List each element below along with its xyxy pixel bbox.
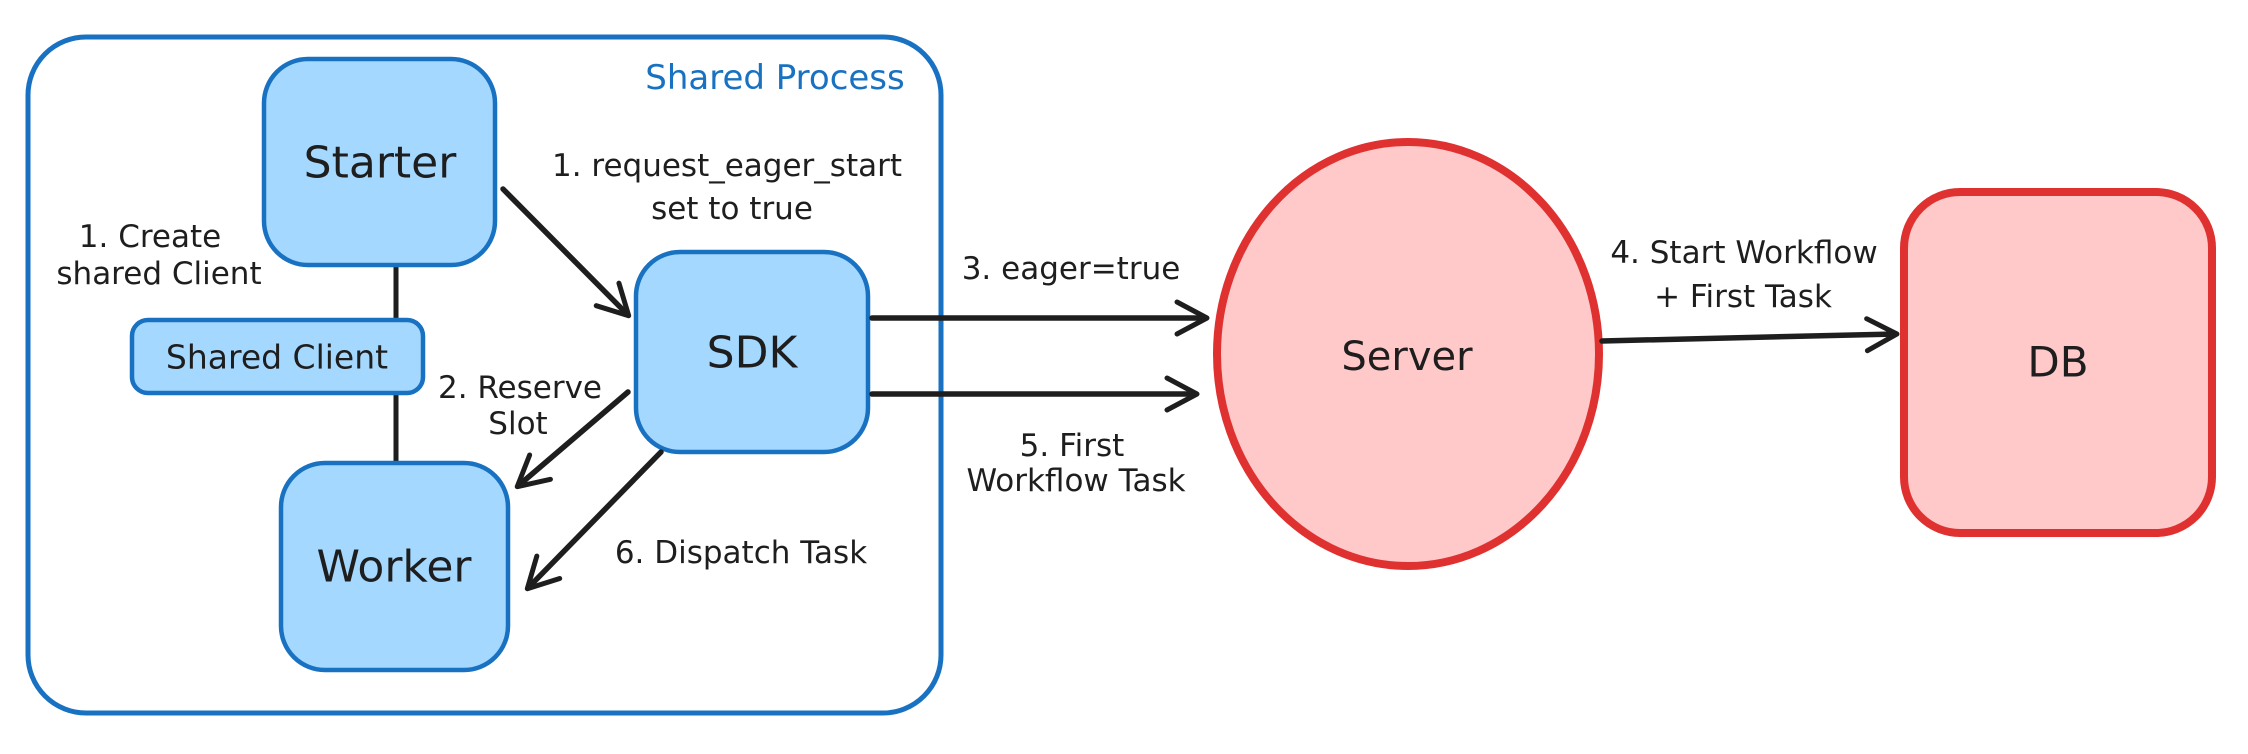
db-node xyxy=(1900,188,2216,537)
shared-client-node xyxy=(129,317,426,396)
annotation-create-shared-client-line2: shared Client xyxy=(56,256,261,292)
annotation-first-workflow-task-line2: Workflow Task xyxy=(966,463,1185,499)
arrow-starter-to-sdk xyxy=(500,186,632,319)
sdk-label: SDK xyxy=(707,328,799,379)
worker-label: Worker xyxy=(316,542,472,593)
arrow-sdk-reserve-slot xyxy=(514,389,631,490)
db-label: DB xyxy=(2027,338,2088,387)
shared-process-label: Shared Process xyxy=(645,58,904,98)
annotation-request-eager-start-line1: 1. request_eager_start xyxy=(552,148,902,184)
annotation-eager-true: 3. eager=true xyxy=(962,251,1181,287)
annotation-create-shared-client-line1: 1. Create xyxy=(79,219,221,255)
annotation-start-workflow-line2: + First Task xyxy=(1654,279,1832,315)
annotation-start-workflow-line1: 4. Start Workflow xyxy=(1610,235,1877,271)
starter-node xyxy=(261,56,498,268)
annotation-request-eager-start-line2: set to true xyxy=(651,191,813,227)
annotation-reserve-slot-line1: 2. Reserve xyxy=(438,370,602,406)
arrow-server-to-db xyxy=(1599,316,1900,354)
starter-label: Starter xyxy=(304,138,458,189)
shared-process-container xyxy=(25,34,944,716)
annotation-dispatch-task: 6. Dispatch Task xyxy=(615,535,867,571)
server-label: Server xyxy=(1341,334,1473,380)
sdk-node xyxy=(633,249,871,455)
arrow-sdk-dispatch-task xyxy=(524,449,664,592)
server-node xyxy=(1213,138,1603,570)
annotation-first-workflow-task-line1: 5. First xyxy=(1020,428,1125,464)
worker-node xyxy=(278,460,511,673)
annotation-reserve-slot-line2: Slot xyxy=(488,406,547,442)
shared-client-label: Shared Client xyxy=(166,338,388,377)
